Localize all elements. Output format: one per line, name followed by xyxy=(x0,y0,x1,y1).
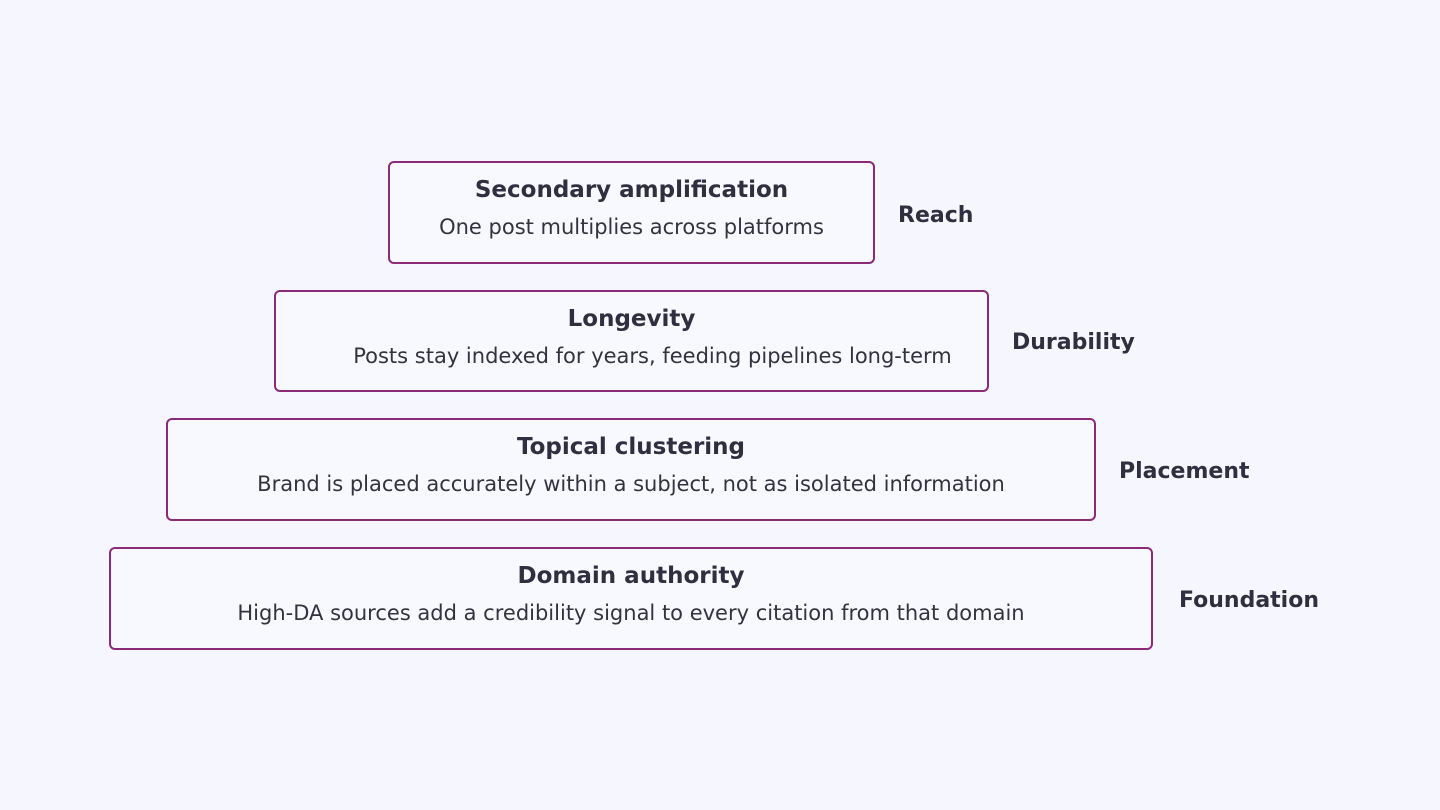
tier-description: One post multiplies across platforms xyxy=(439,215,824,239)
tier-label-foundation: Foundation xyxy=(1179,588,1320,613)
tier-label-durability: Durability xyxy=(1012,330,1135,355)
tier-description: Posts stay indexed for years, feeding pi… xyxy=(353,344,952,368)
tier-title: Secondary amplification xyxy=(474,177,789,203)
tier-description: High-DA sources add a credibility signal… xyxy=(237,601,1025,625)
tier-title: Topical clustering xyxy=(516,434,746,460)
tier-topical-clustering: Topical clustering Brand is placed accur… xyxy=(166,418,1096,521)
tier-description: Brand is placed accurately within a subj… xyxy=(257,472,1005,496)
tier-secondary-amplification: Secondary amplification One post multipl… xyxy=(388,161,875,264)
tier-title: Longevity xyxy=(567,306,696,332)
tier-longevity: Longevity Posts stay indexed for years, … xyxy=(274,290,989,392)
tier-domain-authority: Domain authority High-DA sources add a c… xyxy=(109,547,1153,650)
tier-title: Domain authority xyxy=(517,563,745,589)
tier-label-reach: Reach xyxy=(898,203,974,228)
tier-label-placement: Placement xyxy=(1119,459,1250,484)
